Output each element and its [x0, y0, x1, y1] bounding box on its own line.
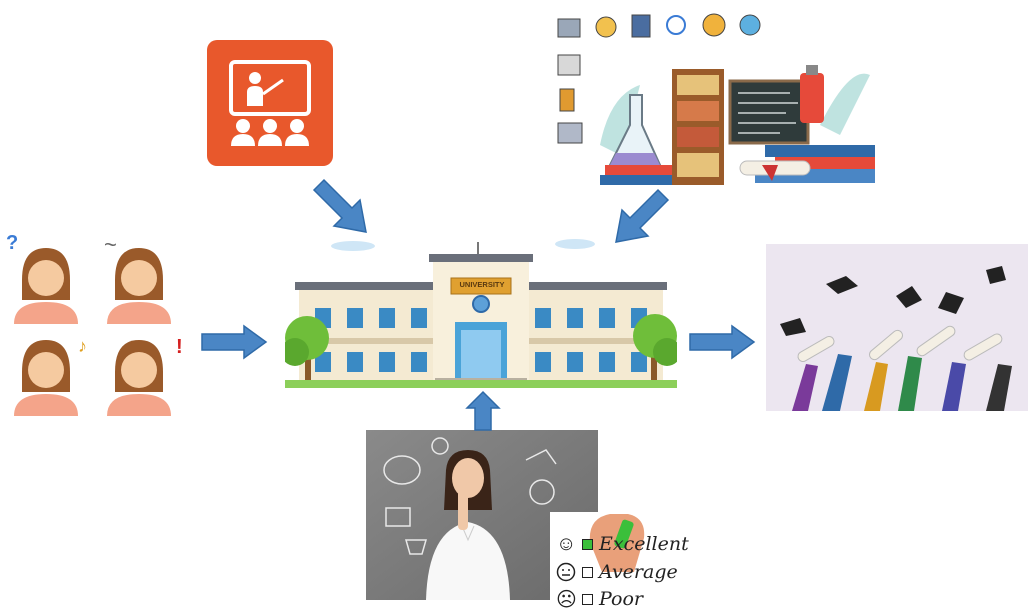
smile-face-icon: ☺	[556, 532, 577, 555]
option-excellent: ☺ Excellent	[556, 532, 689, 556]
students-feelings: ? ~ ♪ !	[0, 232, 185, 417]
label-poor: Poor	[599, 588, 643, 610]
checkbox-poor	[582, 593, 593, 605]
question-mark: ?	[6, 232, 19, 254]
university-sign: UNIVERSITY	[459, 280, 505, 289]
arrow-students-to-university	[201, 324, 268, 360]
swirl-mark: ~	[104, 232, 117, 257]
exclamation-mark: !	[176, 336, 183, 358]
teacher-icon	[207, 40, 333, 166]
option-poor: ☹ Poor	[556, 587, 643, 611]
arrow-collage-to-university	[615, 188, 670, 243]
neutral-face-icon	[556, 562, 578, 582]
arrow-university-to-graduation	[689, 324, 756, 360]
arrow-teacher-to-university	[312, 178, 367, 233]
sad-face-icon: ☹	[556, 588, 577, 611]
checkbox-average	[582, 566, 593, 578]
graduation-celebration	[766, 244, 1028, 411]
label-excellent: Excellent	[599, 533, 689, 555]
evaluation-checklist: ☺ Excellent Average ☹ Poor	[550, 512, 710, 613]
university-building: UNIVERSITY	[285, 238, 677, 388]
music-note: ♪	[78, 336, 87, 356]
arrow-student-to-university	[465, 390, 501, 431]
option-average: Average	[556, 560, 678, 584]
education-collage	[550, 5, 885, 187]
label-average: Average	[599, 561, 678, 583]
checkbox-excellent	[582, 538, 593, 550]
